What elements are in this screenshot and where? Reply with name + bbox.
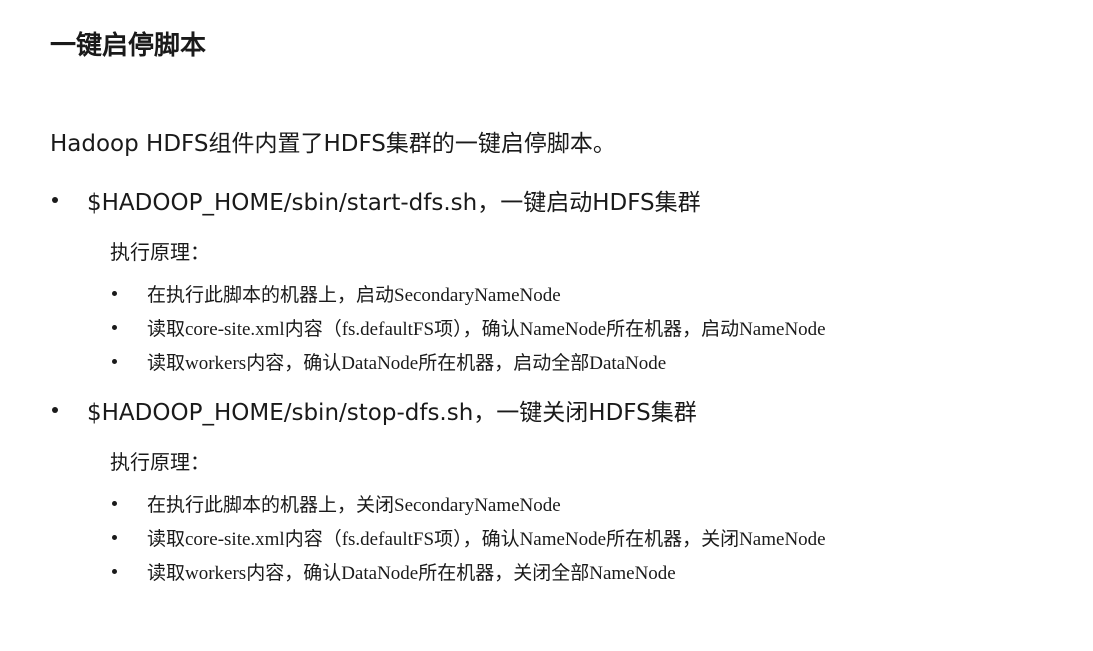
list-item-text: 读取workers内容，确认DataNode所在机器，启动全部DataNode: [147, 352, 667, 374]
bullet-dot-icon: [112, 290, 117, 296]
list-item: 在执行此脚本的机器上，关闭SecondaryNameNode: [112, 486, 826, 520]
sub-list: 在执行此脚本的机器上，关闭SecondaryNameNode 读取core-si…: [112, 486, 826, 588]
main-bullet-start: $HADOOP_HOME/sbin/start-dfs.sh，一键启动HDFS集…: [52, 180, 701, 220]
intro-text: Hadoop HDFS组件内置了HDFS集群的一键启停脚本。: [50, 131, 616, 157]
list-item-text: 在执行此脚本的机器上，关闭SecondaryNameNode: [147, 494, 561, 516]
list-item-text: 读取workers内容，确认DataNode所在机器，关闭全部NameNode: [147, 562, 676, 584]
bullet-dot-icon: [112, 358, 117, 364]
bullet-dot-icon: [112, 534, 117, 540]
list-item: 读取core-site.xml内容（fs.defaultFS项），确认NameN…: [112, 520, 826, 554]
bullet-dot-icon: [112, 568, 117, 574]
bullet-dot-icon: [52, 197, 58, 203]
list-item: 读取core-site.xml内容（fs.defaultFS项），确认NameN…: [112, 310, 826, 344]
main-bullet-stop: $HADOOP_HOME/sbin/stop-dfs.sh，一键关闭HDFS集群: [52, 390, 697, 430]
sub-heading: 执行原理：: [110, 450, 210, 474]
main-bullet-text: $HADOOP_HOME/sbin/start-dfs.sh，一键启动HDFS集…: [87, 190, 701, 216]
list-item: 读取workers内容，确认DataNode所在机器，启动全部DataNode: [112, 344, 826, 378]
sub-heading: 执行原理：: [110, 240, 210, 264]
bullet-dot-icon: [112, 324, 117, 330]
list-item-text: 读取core-site.xml内容（fs.defaultFS项），确认NameN…: [147, 318, 826, 340]
main-bullet-text: $HADOOP_HOME/sbin/stop-dfs.sh，一键关闭HDFS集群: [87, 400, 697, 426]
list-item: 在执行此脚本的机器上，启动SecondaryNameNode: [112, 276, 826, 310]
page-title: 一键启停脚本: [50, 31, 207, 61]
sub-list: 在执行此脚本的机器上，启动SecondaryNameNode 读取core-si…: [112, 276, 826, 378]
list-item: 读取workers内容，确认DataNode所在机器，关闭全部NameNode: [112, 554, 826, 588]
list-item-text: 读取core-site.xml内容（fs.defaultFS项），确认NameN…: [147, 528, 826, 550]
bullet-dot-icon: [52, 407, 58, 413]
bullet-dot-icon: [112, 500, 117, 506]
list-item-text: 在执行此脚本的机器上，启动SecondaryNameNode: [147, 284, 561, 306]
